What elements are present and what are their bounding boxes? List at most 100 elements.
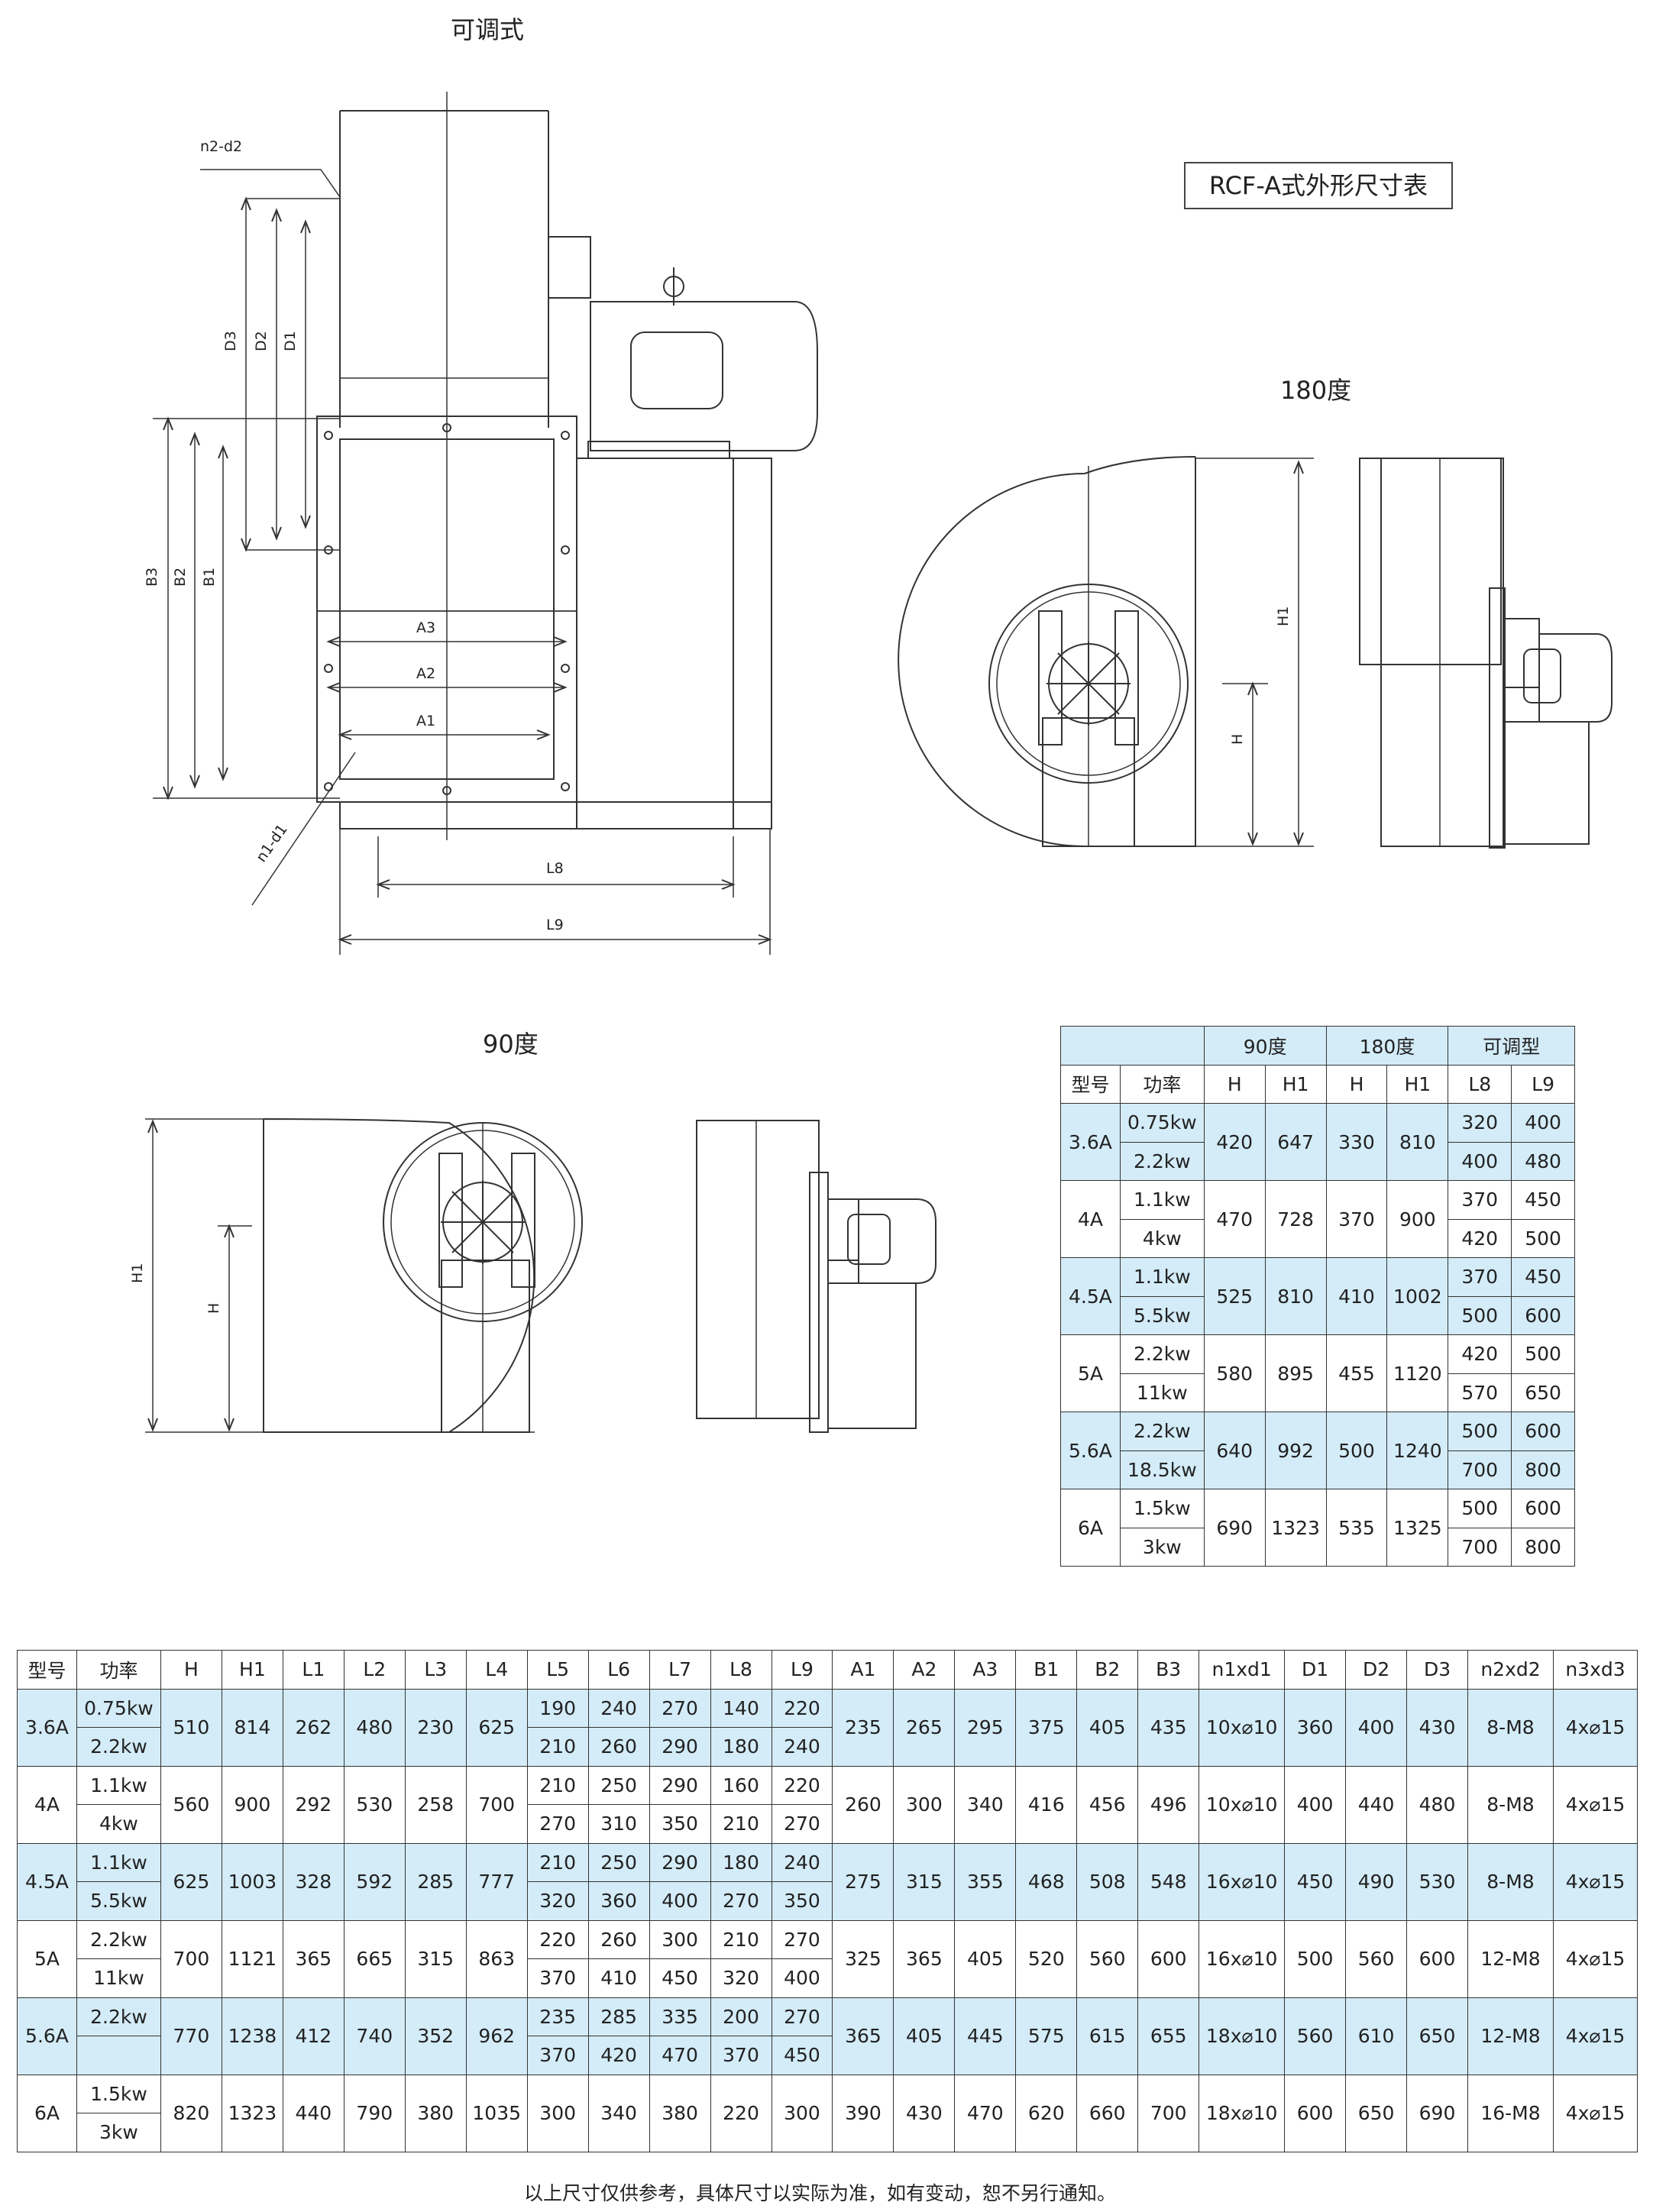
- value-cell: 600: [1137, 1919, 1200, 1998]
- value-cell: 160: [710, 1765, 772, 1805]
- power-cell: 5.5kw: [76, 1881, 161, 1921]
- value-cell: 820: [160, 2074, 222, 2152]
- value-cell: 1238: [221, 1997, 283, 2075]
- value-cell: 560: [1076, 1919, 1139, 1998]
- value-cell: 235: [832, 1688, 894, 1767]
- value-cell: 210: [526, 1842, 589, 1882]
- value-cell: 265: [893, 1688, 956, 1767]
- value-cell: 290: [649, 1842, 711, 1882]
- value-cell: 450: [771, 2036, 833, 2075]
- value-cell: 220: [771, 1688, 833, 1728]
- value-cell: 496: [1137, 1765, 1200, 1844]
- value-cell: 500: [1448, 1412, 1512, 1451]
- model-cell: 4.5A: [1060, 1257, 1121, 1335]
- value-cell: 450: [1511, 1180, 1575, 1220]
- value-cell: 728: [1264, 1180, 1327, 1258]
- dim-A2-label: A2: [416, 665, 435, 682]
- deg90-drawing: H1 H: [129, 1118, 936, 1433]
- small-header-power: 功率: [1119, 1064, 1205, 1104]
- deg180-drawing: H1 H: [898, 456, 1613, 849]
- value-cell: 655: [1137, 1997, 1200, 2075]
- power-cell: 5.5kw: [1119, 1295, 1205, 1335]
- small-header-H1-180: H1: [1386, 1064, 1449, 1104]
- model-cell: 4A: [17, 1765, 77, 1844]
- deg180-H-label: H: [1229, 734, 1246, 745]
- value-cell: 1120: [1386, 1334, 1449, 1412]
- value-cell: 295: [954, 1688, 1017, 1767]
- value-cell: 410: [587, 1958, 650, 1998]
- value-cell: 360: [1284, 1688, 1347, 1767]
- value-cell: 777: [465, 1842, 528, 1921]
- value-cell: 600: [1284, 2074, 1347, 2152]
- value-cell: 375: [1015, 1688, 1078, 1767]
- big-header-cell: D3: [1406, 1650, 1468, 1690]
- value-cell: 405: [893, 1997, 956, 2075]
- adjustable-drawing: L8 L9 A3 A2 A1 B3 B2 B1 D3 D2 D1 n2-d2 n…: [144, 92, 818, 955]
- value-cell: 320: [1448, 1103, 1512, 1143]
- big-header-cell: A3: [954, 1650, 1017, 1690]
- power-cell: 1.5kw: [1119, 1489, 1205, 1528]
- power-cell: 1.1kw: [1119, 1180, 1205, 1220]
- model-cell: 5.6A: [1060, 1412, 1121, 1489]
- small-header-H1-90: H1: [1264, 1064, 1327, 1104]
- model-cell: 4.5A: [17, 1842, 77, 1921]
- value-cell: 814: [221, 1688, 283, 1767]
- value-cell: 250: [587, 1842, 650, 1882]
- value-cell: 1003: [221, 1842, 283, 1921]
- deg90-H-label: H: [205, 1303, 222, 1314]
- value-cell: 690: [1203, 1489, 1266, 1567]
- power-cell: 4kw: [1119, 1218, 1205, 1258]
- value-cell: 430: [893, 2074, 956, 2152]
- power-cell: 2.2kw: [1119, 1412, 1205, 1451]
- value-cell: 560: [1284, 1997, 1347, 2075]
- big-header-cell: L9: [771, 1650, 833, 1690]
- value-cell: 810: [1264, 1257, 1327, 1335]
- value-cell: 400: [1284, 1765, 1347, 1844]
- value-cell: 508: [1076, 1842, 1139, 1921]
- value-cell: 620: [1015, 2074, 1078, 2152]
- value-cell: 328: [282, 1842, 345, 1921]
- value-cell: 1035: [465, 2074, 528, 2152]
- value-cell: 580: [1203, 1334, 1266, 1412]
- value-cell: 592: [343, 1842, 406, 1921]
- value-cell: 600: [1511, 1489, 1575, 1528]
- value-cell: 365: [282, 1919, 345, 1998]
- value-cell: 450: [649, 1958, 711, 1998]
- small-header-L9: L9: [1511, 1064, 1575, 1104]
- value-cell: 895: [1264, 1334, 1327, 1412]
- value-cell: 18x⌀10: [1199, 2074, 1286, 2152]
- value-cell: 180: [710, 1727, 772, 1767]
- value-cell: 665: [343, 1919, 406, 1998]
- value-cell: 350: [649, 1804, 711, 1844]
- model-cell: 5.6A: [17, 1997, 77, 2075]
- dim-A3-label: A3: [416, 619, 435, 636]
- big-header-cell: H1: [221, 1650, 283, 1690]
- value-cell: 600: [1406, 1919, 1468, 1998]
- value-cell: 416: [1015, 1765, 1078, 1844]
- power-cell: 3kw: [76, 2113, 161, 2152]
- value-cell: 962: [465, 1997, 528, 2075]
- small-group-adjustable: 可调型: [1448, 1026, 1575, 1066]
- value-cell: 365: [893, 1919, 956, 1998]
- value-cell: 370: [1325, 1180, 1388, 1258]
- model-cell: 3.6A: [1060, 1103, 1121, 1181]
- value-cell: 340: [954, 1765, 1017, 1844]
- power-cell: 1.1kw: [1119, 1257, 1205, 1297]
- value-cell: 700: [465, 1765, 528, 1844]
- value-cell: 270: [526, 1804, 589, 1844]
- value-cell: 400: [1448, 1141, 1512, 1181]
- deg180-title: 180度: [1280, 376, 1352, 405]
- value-cell: 468: [1015, 1842, 1078, 1921]
- value-cell: 270: [771, 1919, 833, 1959]
- big-header-cell: B1: [1015, 1650, 1078, 1690]
- value-cell: 500: [1284, 1919, 1347, 1998]
- value-cell: 700: [160, 1919, 222, 1998]
- power-cell: 11kw: [76, 1958, 161, 1998]
